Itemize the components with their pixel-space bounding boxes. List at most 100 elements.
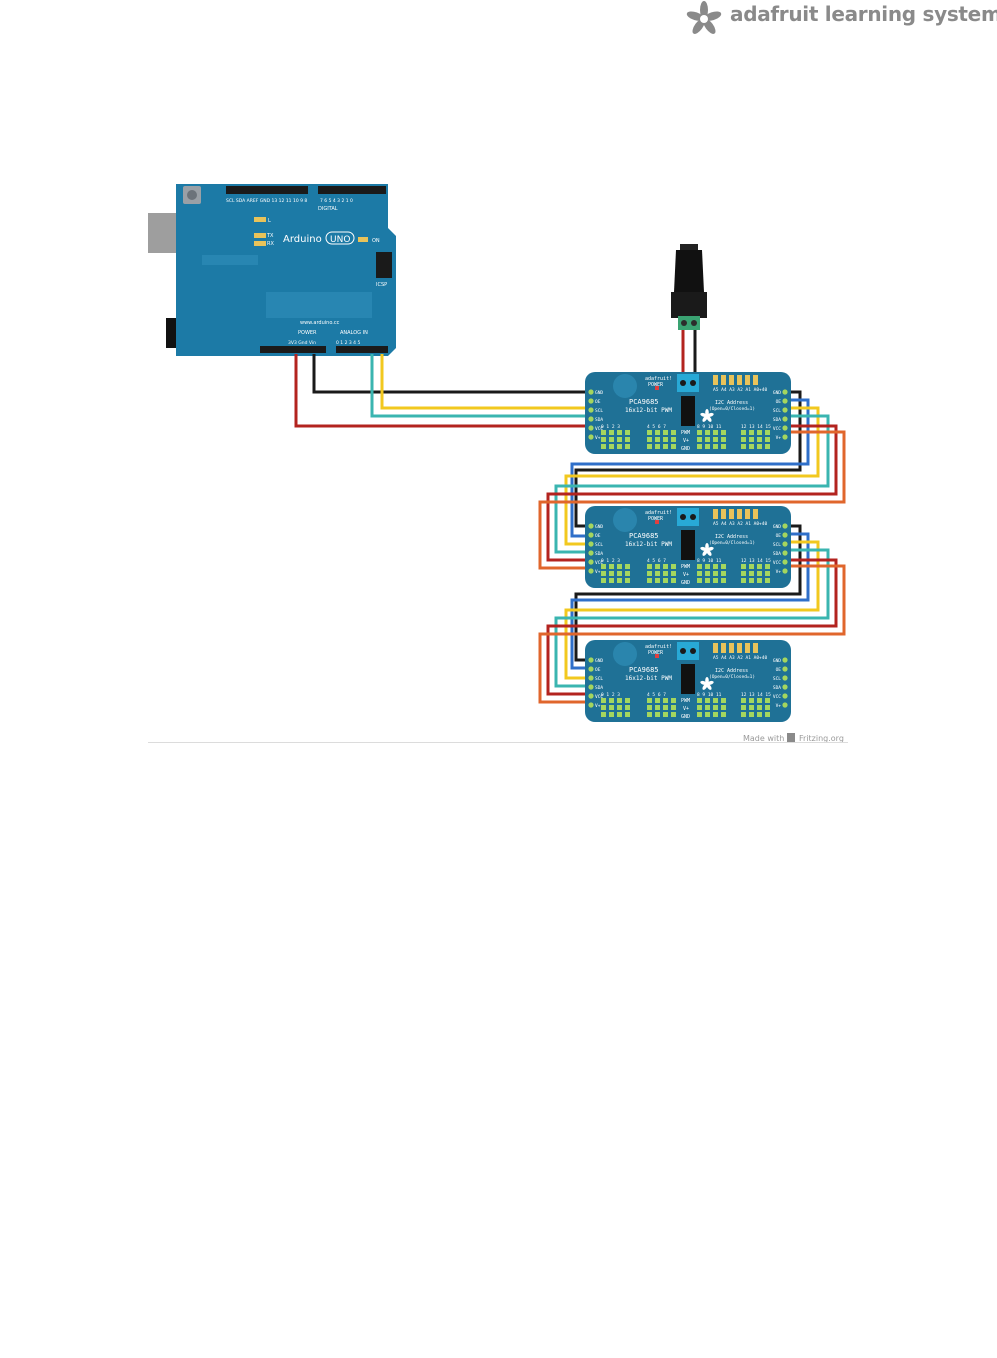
board-right-pin-label: SDA: [773, 685, 781, 691]
address-jumper[interactable]: [713, 375, 718, 385]
servo-pin: [741, 430, 746, 435]
servo-pin: [697, 578, 702, 583]
servo-pin: [757, 564, 762, 569]
left-pin: [588, 666, 594, 672]
address-jumper[interactable]: [745, 643, 750, 653]
right-pin: [782, 532, 788, 538]
address-jumper[interactable]: [753, 643, 758, 653]
servo-pin: [749, 571, 754, 576]
top-pins-label: SCL SDA AREF GND 13 12 11 10 9 8: [226, 198, 307, 204]
board-left-pin-label: SDA: [595, 551, 603, 557]
board-right-pin-label: SCL: [773, 676, 781, 682]
crystal: [202, 255, 258, 265]
board-pwm-label: PWM: [681, 430, 690, 436]
right-pin: [782, 675, 788, 681]
board-chip-label: PCA9685: [629, 532, 659, 540]
board-gnd-label: GND: [681, 446, 690, 452]
servo-pin: [609, 571, 614, 576]
servo-pin: [741, 571, 746, 576]
servo-pin: [749, 430, 754, 435]
board-left-pin-label: SCL: [595, 676, 603, 682]
servo-pin: [625, 712, 630, 717]
rx-label: RX: [267, 241, 274, 247]
address-jumper[interactable]: [737, 375, 742, 385]
address-jumper[interactable]: [721, 375, 726, 385]
address-jumper[interactable]: [729, 375, 734, 385]
board-left-pin-label: OE: [595, 533, 601, 539]
left-pin: [588, 550, 594, 556]
board-left-pin-label: VCC: [595, 426, 603, 432]
servo-pin: [655, 430, 660, 435]
address-jumper[interactable]: [721, 509, 726, 519]
servo-pin: [697, 571, 702, 576]
servo-pin: [617, 430, 622, 435]
board-left-pin-label: V+: [595, 569, 601, 575]
servo-pin: [721, 437, 726, 442]
address-jumper[interactable]: [713, 643, 718, 653]
arduino-model: UNO: [330, 235, 350, 245]
servo-pin: [741, 705, 746, 710]
servo-pin: [663, 578, 668, 583]
right-pin: [782, 434, 788, 440]
icsp-header: [376, 252, 392, 278]
servo-pin: [765, 564, 770, 569]
servo-pin: [663, 564, 668, 569]
address-jumper[interactable]: [729, 643, 734, 653]
board-left-pin-label: GND: [595, 524, 603, 530]
servo-pin: [741, 444, 746, 449]
address-jumper[interactable]: [721, 643, 726, 653]
adafruit-logo[interactable]: adafruit learning system: [684, 0, 997, 40]
servo-pin: [697, 437, 702, 442]
board-desc-label: 16x12-bit PWM: [625, 407, 672, 414]
board-power-label: POWER: [648, 650, 664, 656]
right-pin: [782, 559, 788, 565]
board-brand: adafruit!: [645, 510, 672, 516]
address-jumper[interactable]: [713, 509, 718, 519]
board-right-pin-label: VCC: [773, 426, 781, 432]
address-jumper[interactable]: [729, 509, 734, 519]
board-vplus-label: V+: [683, 572, 689, 578]
servo-pin: [713, 437, 718, 442]
board-addr-pins: A5 A4 A3 A2 A1 A0+40: [713, 387, 767, 393]
servo-pin: [757, 578, 762, 583]
board-right-pin-label: GND: [773, 390, 781, 396]
board-desc-label: 16x12-bit PWM: [625, 675, 672, 682]
tx-label: TX: [266, 233, 274, 239]
right-pin: [782, 541, 788, 547]
servo-pin: [757, 571, 762, 576]
address-jumper[interactable]: [737, 643, 742, 653]
servo-pin: [655, 698, 660, 703]
servo-pin: [721, 712, 726, 717]
address-jumper[interactable]: [737, 509, 742, 519]
servo-pin: [705, 564, 710, 569]
servo-pin: [625, 430, 630, 435]
servo-pin: [617, 712, 622, 717]
arduino-uno: Arduino UNO www.arduino.cc DIGITAL POWER…: [148, 184, 396, 356]
board-left-pin-label: SCL: [595, 408, 603, 414]
left-pin: [588, 389, 594, 395]
power-pins-label: 3V3 Gnd Vin: [288, 340, 316, 346]
icsp-label: ICSP: [376, 282, 387, 288]
servo-pin: [617, 571, 622, 576]
address-jumper[interactable]: [753, 509, 758, 519]
board-power-label: POWER: [648, 516, 664, 522]
address-jumper[interactable]: [745, 375, 750, 385]
servo-pin: [749, 698, 754, 703]
servo-pin: [721, 430, 726, 435]
servo-pin: [663, 698, 668, 703]
arduino-name: Arduino: [283, 234, 322, 245]
fritzing-label[interactable]: Fritzing.org: [799, 734, 844, 743]
board-vplus-label: V+: [683, 706, 689, 712]
servo-pin: [697, 705, 702, 710]
servo-pin: [647, 564, 652, 569]
servo-pin: [765, 712, 770, 717]
servo-pin: [749, 437, 754, 442]
servo-pin: [647, 698, 652, 703]
board-gnd-label: GND: [681, 580, 690, 586]
board-desc-label: 16x12-bit PWM: [625, 541, 672, 548]
right-pin: [782, 550, 788, 556]
address-jumper[interactable]: [745, 509, 750, 519]
address-jumper[interactable]: [753, 375, 758, 385]
adafruit-star-icon: [700, 409, 714, 422]
